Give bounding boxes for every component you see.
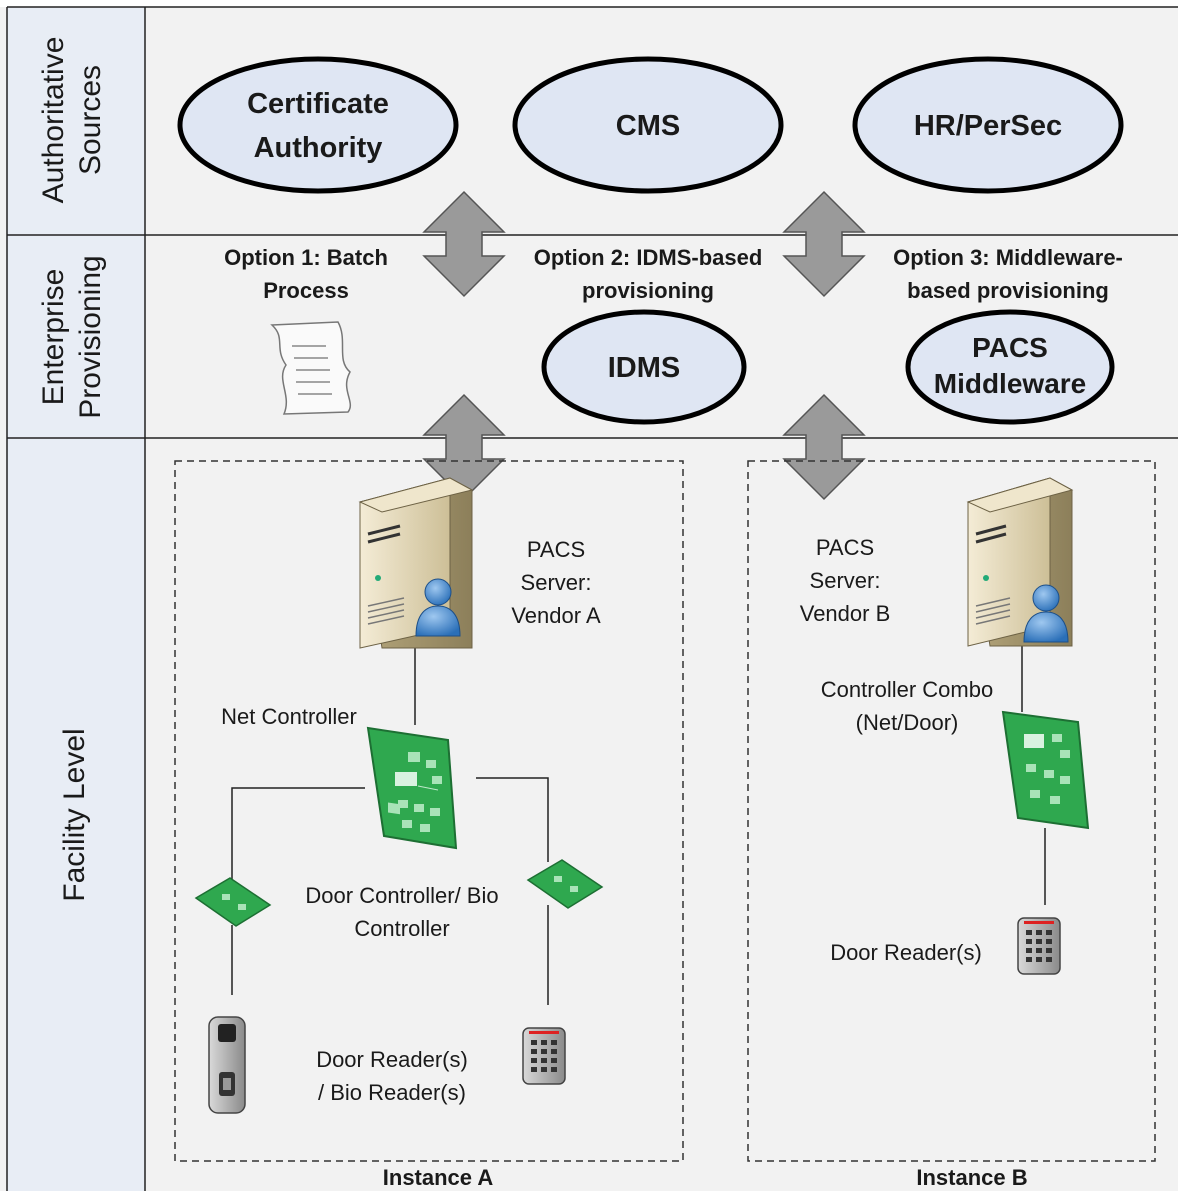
idms-node: IDMS [541, 309, 747, 425]
svg-text:HR/PerSec: HR/PerSec [914, 110, 1062, 142]
option2-label-1: Option 2: IDMS-based [534, 245, 763, 270]
row-label-enterprise-2: Provisioning [74, 255, 107, 418]
door-controller-label-1: Door Controller/ Bio [305, 883, 498, 908]
door-controller-left-icon [194, 877, 272, 927]
door-reader-b-label: Door Reader(s) [830, 940, 982, 965]
option2-label-2: provisioning [582, 278, 714, 303]
server-a-label-3: Vendor A [511, 603, 601, 628]
net-controller-board-icon [366, 726, 458, 850]
arrow-sources-to-provisioning-1 [422, 190, 506, 298]
controller-combo-label-1: Controller Combo [821, 677, 993, 702]
source-certificate-authority: Certificate Authority [177, 56, 459, 194]
svg-text:Certificate: Certificate [247, 88, 389, 120]
option3-label-1: Option 3: Middleware- [893, 245, 1123, 270]
svg-text:IDMS: IDMS [608, 352, 681, 384]
server-a-icon [358, 477, 474, 649]
row-label-authoritative-2: Sources [74, 65, 107, 175]
door-controller-right-icon [526, 859, 604, 909]
door-controller-label-2: Controller [354, 916, 449, 941]
batch-file-icon [270, 321, 352, 415]
door-reader-a-icon [522, 1027, 566, 1085]
svg-text:CMS: CMS [616, 110, 680, 142]
instance-a-box [174, 460, 684, 1162]
controller-combo-label-2: (Net/Door) [856, 710, 959, 735]
server-b-label-2: Server: [810, 568, 881, 593]
user-icon-server-a [415, 578, 461, 637]
instance-b-connectors [1021, 645, 1046, 905]
net-controller-label: Net Controller [221, 704, 357, 729]
readers-label-2: / Bio Reader(s) [318, 1080, 466, 1105]
server-a-label-1: PACS [527, 537, 585, 562]
svg-text:Middleware: Middleware [934, 368, 1086, 399]
readers-label-1: Door Reader(s) [316, 1047, 468, 1072]
row-header-column [7, 7, 145, 1191]
source-hr-persec: HR/PerSec [852, 56, 1124, 194]
option3-label-2: based provisioning [907, 278, 1109, 303]
server-a-label-2: Server: [521, 570, 592, 595]
door-reader-b-icon [1017, 917, 1061, 975]
arrow-sources-to-provisioning-2 [782, 190, 866, 298]
instance-b-caption: Instance B [916, 1165, 1027, 1190]
user-icon-server-b [1023, 584, 1069, 643]
server-b-label-3: Vendor B [800, 601, 891, 626]
option1-label-2: Process [263, 278, 349, 303]
arrow-provisioning-to-facility-2 [782, 393, 866, 501]
instance-b-box [747, 460, 1156, 1162]
pacs-middleware-node: PACS Middleware [905, 309, 1115, 425]
row-label-authoritative-1: Authoritative [37, 37, 70, 204]
bio-reader-icon [208, 1016, 246, 1114]
svg-text:Authority: Authority [254, 132, 383, 164]
row-label-enterprise-1: Enterprise [37, 269, 70, 406]
instance-a-connectors [231, 640, 549, 1005]
option1-label-1: Option 1: Batch [224, 245, 388, 270]
row-label-facility: Facility Level [58, 728, 91, 901]
svg-text:PACS: PACS [972, 332, 1048, 363]
source-cms: CMS [512, 56, 784, 194]
instance-a-caption: Instance A [383, 1165, 494, 1190]
server-b-label-1: PACS [816, 535, 874, 560]
controller-combo-board-icon [1001, 710, 1090, 830]
